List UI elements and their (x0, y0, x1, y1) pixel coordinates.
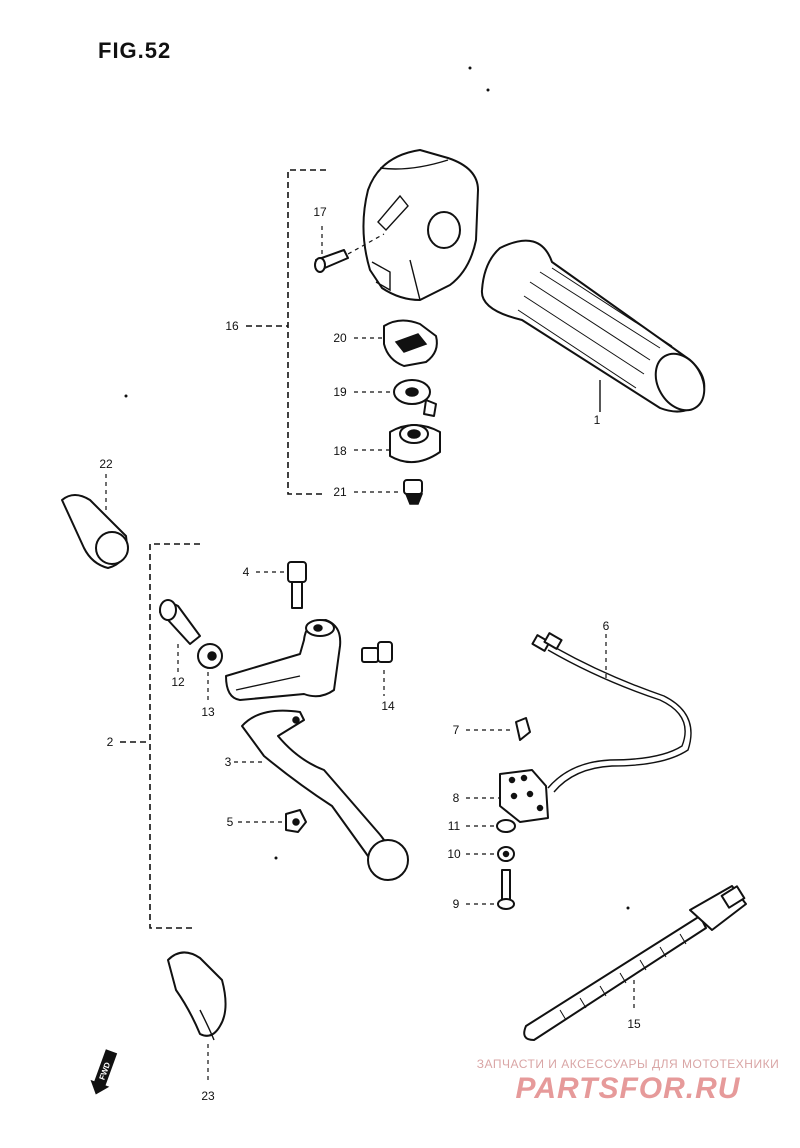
label-11: 11 (448, 819, 461, 833)
figure-title: FIG.52 (98, 38, 171, 63)
label-15: 15 (627, 1017, 641, 1031)
label-2: 2 (107, 735, 114, 749)
label-14: 14 (381, 699, 395, 713)
bracket-2 (149, 543, 200, 929)
label-23: 23 (201, 1089, 215, 1103)
label-8: 8 (453, 791, 460, 805)
label-21: 21 (333, 485, 347, 499)
label-6: 6 (603, 619, 610, 633)
label-17: 17 (313, 205, 327, 219)
washer-11 (466, 819, 516, 833)
label-16: 16 (225, 319, 239, 333)
screw-9 (466, 869, 515, 910)
collar-13 (197, 643, 223, 700)
nut-5 (238, 809, 307, 833)
screw-17 (314, 226, 385, 273)
switch-housing (362, 149, 479, 301)
part-labels: 1 2 3 4 5 6 7 8 9 10 11 12 13 14 15 16 1… (99, 205, 641, 1103)
nut-10 (466, 846, 515, 862)
part-20 (354, 319, 438, 367)
label-18: 18 (333, 444, 347, 458)
switch-assembly-group (246, 149, 706, 505)
label-12: 12 (171, 675, 185, 689)
label-9: 9 (453, 897, 460, 911)
lever-assembly-group (120, 543, 409, 929)
bolt-4 (256, 561, 307, 609)
watermark: ЗАПЧАСТИ И АКСЕССУАРЫ ДЛЯ МОТОТЕХНИКИ PA… (477, 1057, 779, 1105)
label-10: 10 (447, 847, 461, 861)
label-1: 1 (594, 413, 601, 427)
label-5: 5 (227, 815, 234, 829)
watermark-brand: PARTSFOR.RU (516, 1072, 741, 1105)
label-22: 22 (99, 457, 113, 471)
watermark-tagline: ЗАПЧАСТИ И АКСЕССУАРЫ ДЛЯ МОТОТЕХНИКИ (477, 1057, 779, 1071)
switch-body-8 (466, 769, 549, 823)
clamp-band-15 (523, 885, 747, 1041)
label-4: 4 (243, 565, 250, 579)
grip-1 (480, 239, 706, 413)
label-20: 20 (333, 331, 347, 345)
bolt-12 (159, 599, 201, 672)
label-19: 19 (333, 385, 347, 399)
part-7 (466, 717, 531, 741)
label-7: 7 (453, 723, 460, 737)
screw-21 (354, 479, 424, 505)
label-3: 3 (225, 755, 232, 769)
wire-6 (531, 632, 692, 793)
lever-holder (225, 619, 342, 701)
label-13: 13 (201, 705, 215, 719)
bracket-16 (287, 169, 326, 495)
fwd-arrow-icon: FWD (90, 1049, 118, 1095)
lever-3 (234, 709, 409, 881)
collar-18 (354, 424, 441, 463)
switch-wire-group (466, 632, 692, 910)
screw-14 (361, 641, 393, 696)
lever-cover-23 (167, 951, 227, 1084)
washer-19 (354, 379, 437, 417)
grip-cover-22 (61, 474, 129, 569)
